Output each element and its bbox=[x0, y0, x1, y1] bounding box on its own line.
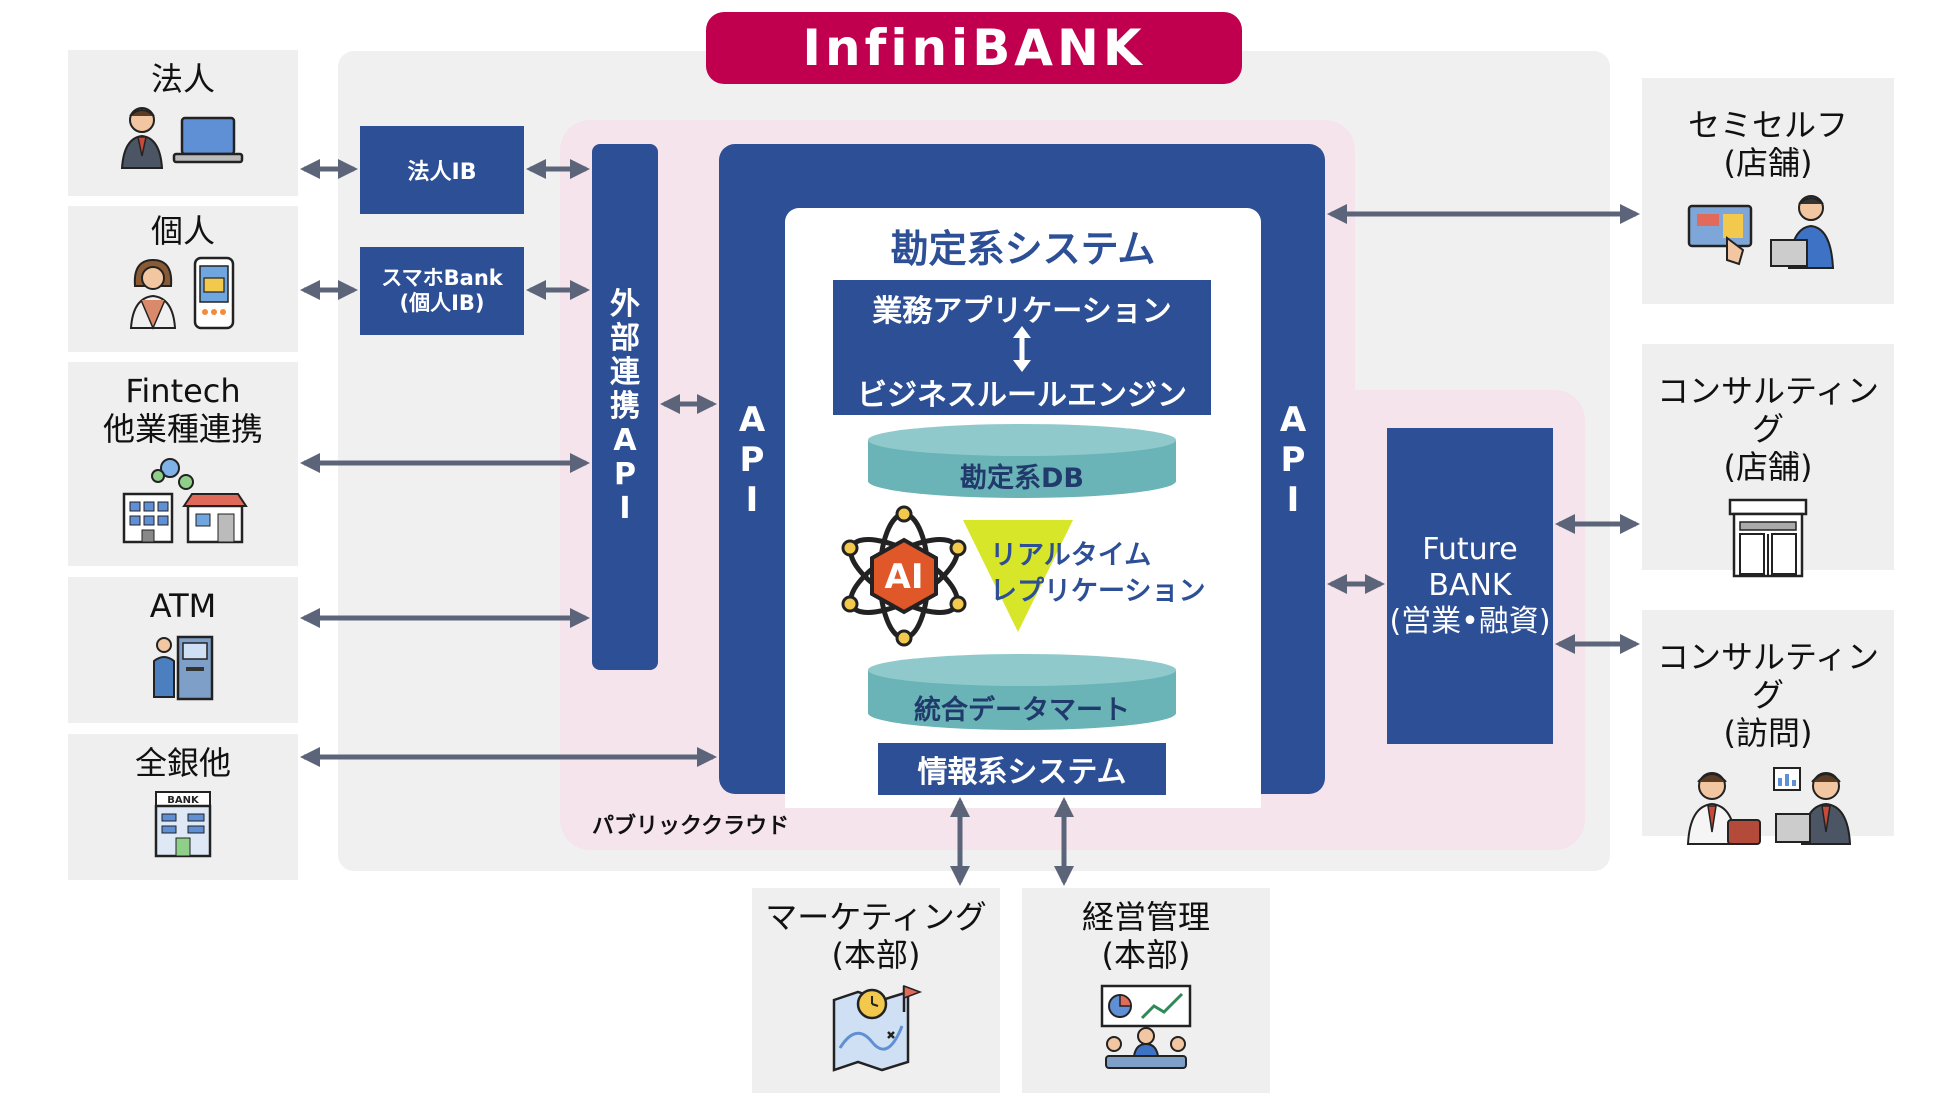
account-db-label: 勘定系DB bbox=[960, 463, 1084, 494]
infinibank-title: InfiniBANK bbox=[706, 12, 1242, 84]
info-system-box[interactable]: 情報系システム bbox=[878, 743, 1166, 795]
account-db-cylinder: 勘定系DB bbox=[868, 424, 1176, 498]
channel-consulting-store[interactable]: コンサルティング (店舗) bbox=[1642, 344, 1894, 578]
channel-label: コンサルティング (店舗) bbox=[1656, 372, 1880, 486]
bank-building-icon: BANK bbox=[154, 791, 212, 858]
vertical-char: A bbox=[613, 423, 637, 458]
channel-label: ATM bbox=[149, 587, 217, 625]
bottom-label: 経営管理 (本部) bbox=[1081, 898, 1210, 974]
marketing-map-icon bbox=[832, 984, 923, 1072]
vertical-char: A bbox=[1279, 400, 1307, 440]
consultation-icon bbox=[1686, 767, 1852, 845]
businessman-laptop-icon bbox=[120, 107, 244, 169]
channel-label: 全銀他 bbox=[134, 744, 231, 782]
channel-atm[interactable]: ATM bbox=[68, 577, 298, 723]
vertical-char: 携 bbox=[610, 389, 640, 424]
svg-text:BANK: BANK bbox=[167, 795, 200, 806]
smartphone-bank-box[interactable]: スマホBank (個人IB) bbox=[360, 247, 524, 335]
vertical-char: P bbox=[739, 440, 765, 480]
channel-label: セミセルフ (店舗) bbox=[1687, 106, 1848, 182]
channel-label: 法人 bbox=[150, 60, 215, 98]
ai-atom-icon: AI bbox=[841, 505, 967, 647]
management-hq-box[interactable]: 経営管理 (本部) bbox=[1022, 888, 1270, 1093]
channel-label: Fintech 他業種連携 bbox=[102, 372, 263, 448]
business-app-label: 業務アプリケーション bbox=[872, 294, 1172, 329]
channel-label: コンサルティング (訪問) bbox=[1656, 638, 1880, 752]
touchscreen-clerk-icon bbox=[1687, 195, 1835, 269]
public-cloud-label: パブリッククラウド bbox=[592, 814, 790, 839]
hojin-ib-box[interactable]: 法人IB bbox=[360, 126, 524, 214]
datamart-label: 統合データマート bbox=[914, 695, 1130, 726]
vertical-char: P bbox=[1280, 440, 1306, 480]
vertical-char: A bbox=[738, 400, 766, 440]
channel-semi-self[interactable]: セミセルフ (店舗) bbox=[1642, 78, 1894, 304]
storefront-icon bbox=[1728, 498, 1808, 578]
datamart-cylinder: 統合データマート bbox=[868, 654, 1176, 730]
replication-label: リアルタイム レプリケーション bbox=[990, 540, 1206, 607]
business-app-box[interactable]: 業務アプリケーション ビジネスルールエンジン bbox=[833, 280, 1211, 415]
double-arrow-icon bbox=[1013, 326, 1031, 372]
channel-consulting-visit[interactable]: コンサルティング (訪問) bbox=[1642, 610, 1894, 845]
bottom-label: マーケティング (本部) bbox=[765, 898, 987, 974]
vertical-char: 連 bbox=[610, 355, 640, 390]
atm-icon bbox=[153, 635, 214, 701]
channel-fintech[interactable]: Fintech 他業種連携 bbox=[68, 362, 298, 566]
ai-label: AI bbox=[885, 557, 924, 597]
channel-kojin[interactable]: 個人 bbox=[68, 206, 298, 352]
vertical-char: 部 bbox=[610, 321, 640, 356]
channel-zengin[interactable]: 全銀他 BANK bbox=[68, 734, 298, 880]
replication-arrow bbox=[963, 520, 1073, 632]
vertical-char: P bbox=[614, 457, 636, 492]
woman-smartphone-icon bbox=[129, 256, 235, 330]
channel-hojin[interactable]: 法人 bbox=[68, 50, 298, 196]
building-network-icon bbox=[122, 458, 248, 544]
vertical-char: I bbox=[1286, 480, 1300, 520]
future-bank-box[interactable]: Future BANK (営業•融資) bbox=[1387, 428, 1553, 744]
channel-label: 個人 bbox=[150, 212, 215, 250]
vertical-char: I bbox=[619, 491, 631, 526]
business-rule-engine-label: ビジネスルールエンジン bbox=[857, 378, 1187, 413]
marketing-hq-box[interactable]: マーケティング (本部) bbox=[752, 888, 1000, 1093]
core-system-title: 勘定系システム bbox=[890, 227, 1156, 271]
management-meeting-icon bbox=[1100, 984, 1192, 1069]
vertical-char: I bbox=[745, 480, 759, 520]
vertical-char: 外 bbox=[610, 287, 640, 322]
